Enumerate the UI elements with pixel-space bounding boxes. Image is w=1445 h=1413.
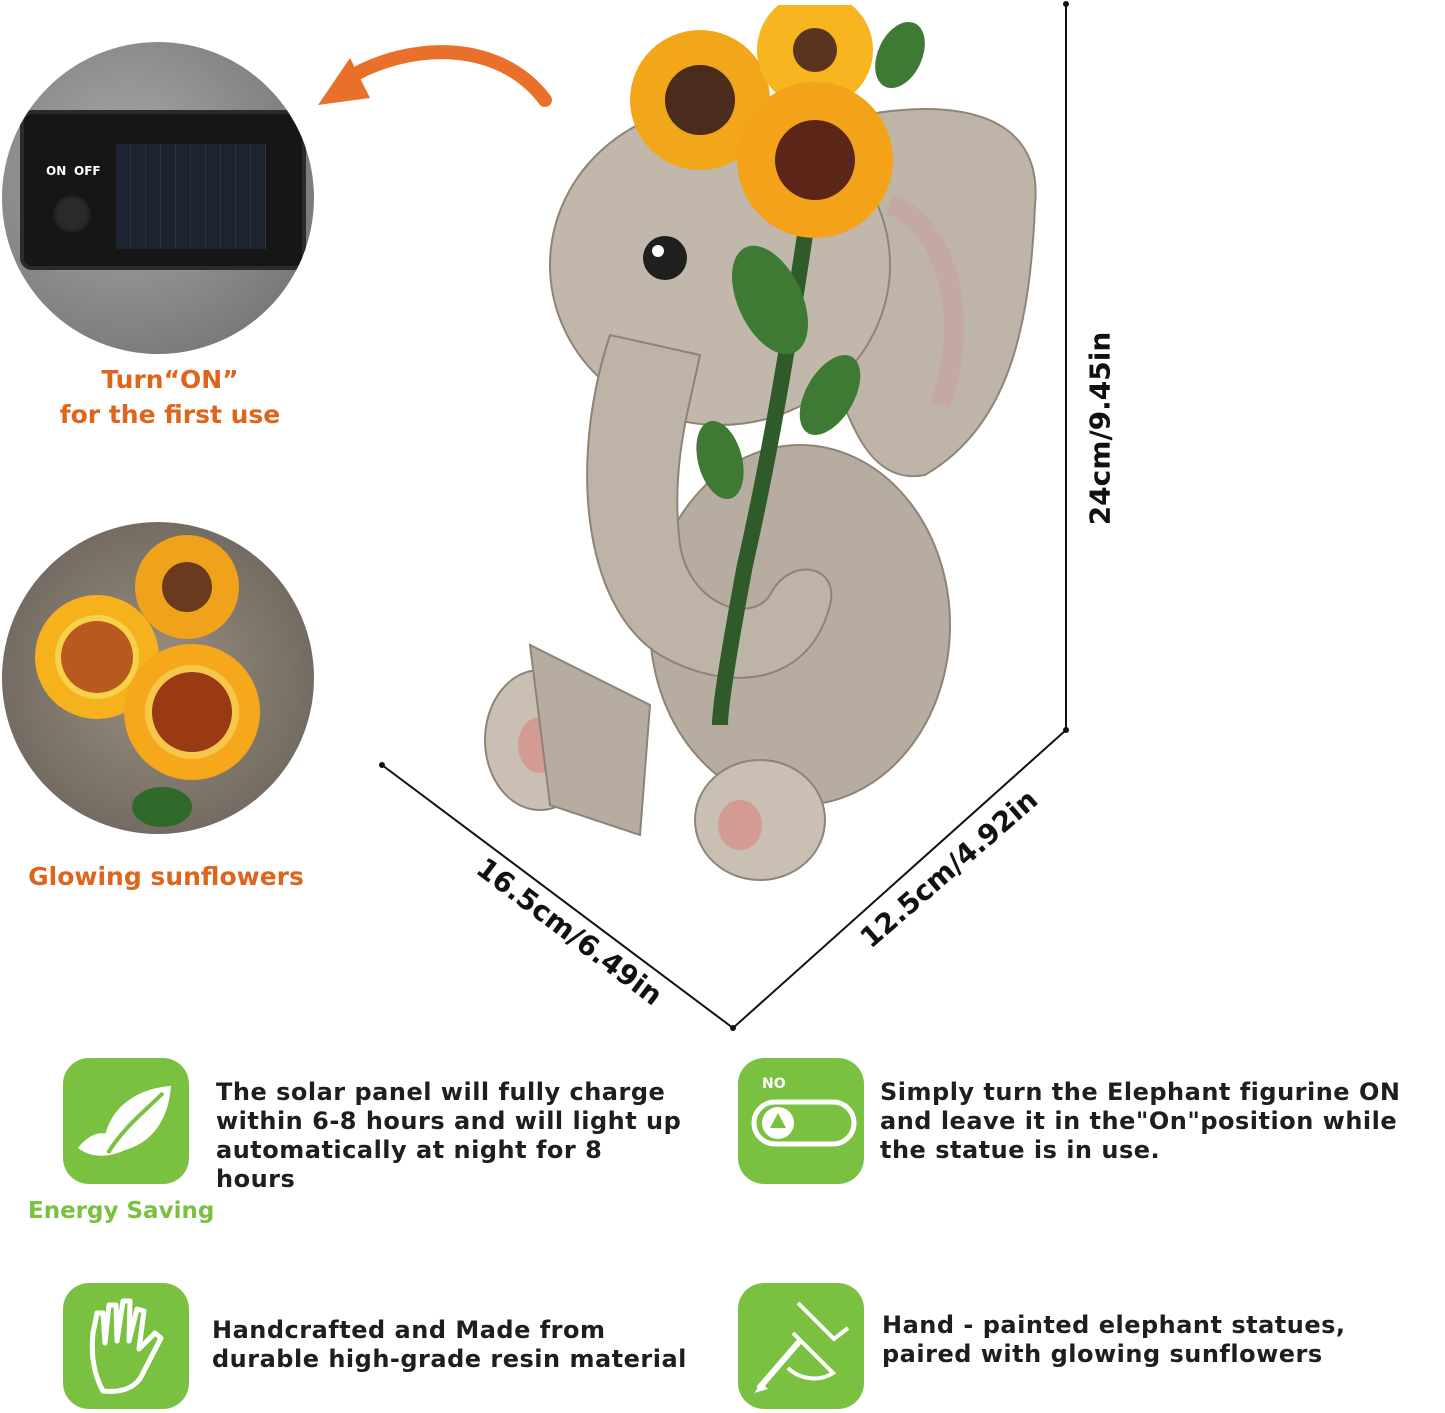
switch-caption-line1: Turn“ON” <box>101 365 239 394</box>
switch-badge-label: NO <box>762 1076 786 1092</box>
switch-caption-line2: for the first use <box>59 400 281 429</box>
energy-saving-label: Energy Saving <box>28 1198 215 1224</box>
glowing-sunflowers-closeup <box>2 522 314 834</box>
switch-caption: Turn“ON” for the first use <box>20 365 320 429</box>
energy-saving-badge <box>63 1058 189 1184</box>
solar-cell <box>116 144 266 249</box>
feature-handcrafted-text: Handcrafted and Made from durable high-g… <box>212 1316 687 1373</box>
feature-solar-charge-text: The solar panel will fully charge within… <box>216 1078 682 1193</box>
hand-icon <box>89 1298 164 1394</box>
solar-panel-housing: ON OFF <box>24 114 302 266</box>
solar-panel-closeup: ON OFF <box>2 42 314 354</box>
dimension-lines <box>379 1 1069 1031</box>
handcrafted-badge <box>63 1283 189 1409</box>
leaf-icon <box>78 1086 171 1156</box>
hand-painted-badge <box>738 1283 864 1409</box>
toggle-switch-icon <box>751 1099 857 1147</box>
feature-hand-painted-text: Hand - painted elephant statues, paired … <box>882 1311 1346 1368</box>
paintbrush-icon <box>754 1301 850 1393</box>
switch-off-label: OFF <box>74 164 101 178</box>
elephant-figurine <box>484 5 1037 881</box>
glow-caption: Glowing sunflowers <box>28 862 304 891</box>
switch-badge: NO <box>738 1058 864 1184</box>
arrow-icon <box>318 45 552 107</box>
feature-turn-on-text: Simply turn the Elephant figurine ON and… <box>880 1078 1401 1164</box>
switch-on-label: ON <box>46 164 67 178</box>
power-button <box>52 194 92 234</box>
height-dimension: 24cm/9.45in <box>1083 331 1117 526</box>
sunflower-icon <box>35 535 260 827</box>
